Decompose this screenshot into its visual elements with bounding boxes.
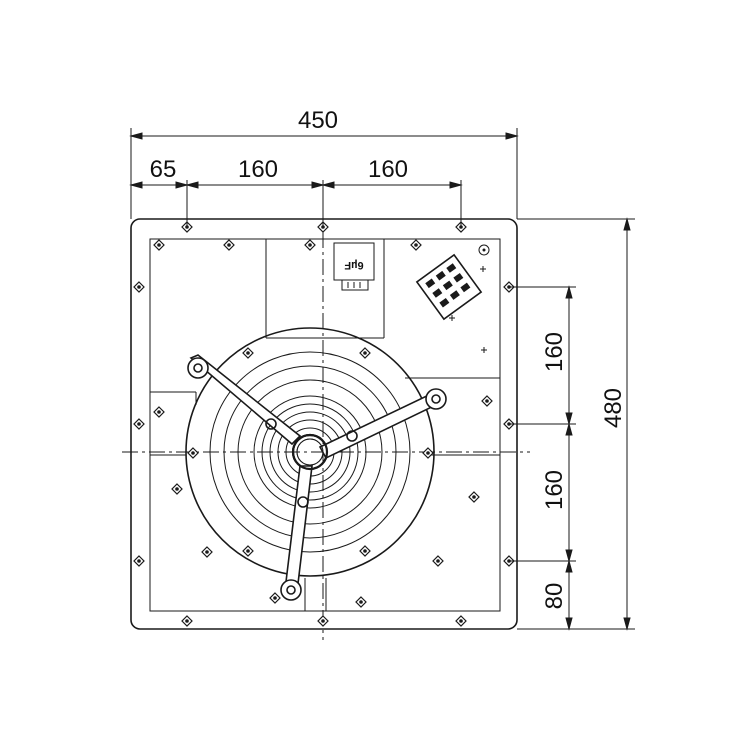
mounting-hole	[133, 418, 145, 430]
mounting-holes	[133, 221, 515, 627]
fan-ring-6	[261, 403, 359, 501]
mounting-hole	[181, 221, 193, 233]
mounting-hole	[201, 546, 213, 558]
arm-lugs	[187, 357, 447, 601]
dim-right-spacing-2: 160	[541, 470, 568, 510]
ground-screw	[478, 244, 490, 256]
dim-offset-left: 65	[150, 156, 177, 183]
mounting-hole	[468, 491, 480, 503]
mounting-hole	[181, 615, 193, 627]
lug-lower-hole	[286, 585, 296, 595]
lug-upper-left-hole	[193, 363, 203, 373]
right-dimensions	[509, 217, 635, 631]
hub-cap	[291, 433, 329, 471]
fan-outer-ring	[185, 327, 435, 577]
mounting-hole	[359, 545, 371, 557]
lug-right-hole	[431, 394, 441, 404]
dim-spacing-1: 160	[238, 156, 278, 183]
dim-overall-width: 450	[298, 107, 338, 134]
dim-right-spacing-1: 160	[541, 332, 568, 372]
mounting-hole	[133, 555, 145, 567]
fan-ring-5	[253, 395, 367, 509]
tripod-arms	[189, 354, 442, 593]
mounting-hole	[317, 221, 329, 233]
mounting-hole	[242, 545, 254, 557]
terminal-block	[415, 253, 483, 321]
arm-upper-left	[189, 354, 302, 446]
mounting-hole	[455, 615, 467, 627]
mounting-hole	[269, 592, 281, 604]
fan-ring-3	[223, 365, 397, 539]
mounting-hole	[153, 406, 165, 418]
mounting-hole	[455, 221, 467, 233]
mounting-hole	[422, 447, 434, 459]
fan-ring-4	[237, 379, 383, 525]
dim-overall-height: 480	[600, 388, 627, 428]
mounting-hole	[359, 347, 371, 359]
inner-panel-outline	[149, 238, 501, 612]
arm-lower	[284, 465, 313, 593]
mounting-hole	[171, 483, 183, 495]
mounting-hole	[355, 596, 367, 608]
fan-ring-2	[209, 351, 411, 553]
top-dimensions	[129, 128, 519, 226]
fan-ring-7	[269, 411, 351, 493]
dim-right-spacing-3: 80	[541, 583, 568, 610]
mounting-hole	[432, 555, 444, 567]
mounting-hole	[242, 347, 254, 359]
dim-spacing-2: 160	[368, 156, 408, 183]
internal-partitions	[150, 239, 500, 611]
mounting-hole	[223, 239, 235, 251]
mounting-hole	[133, 281, 145, 293]
hub-cap-inner	[296, 438, 324, 466]
cross-markers	[449, 266, 487, 353]
mounting-hole	[410, 239, 422, 251]
mounting-hole	[317, 615, 329, 627]
capacitor-box: 6µF	[333, 242, 375, 291]
mounting-hole	[153, 239, 165, 251]
fan-rings	[185, 327, 435, 577]
mounting-hole	[481, 395, 493, 407]
mounting-hole	[304, 239, 316, 251]
mounting-hole	[187, 447, 199, 459]
capacitor-label: 6µF	[344, 259, 363, 271]
arm-screws	[265, 418, 358, 508]
